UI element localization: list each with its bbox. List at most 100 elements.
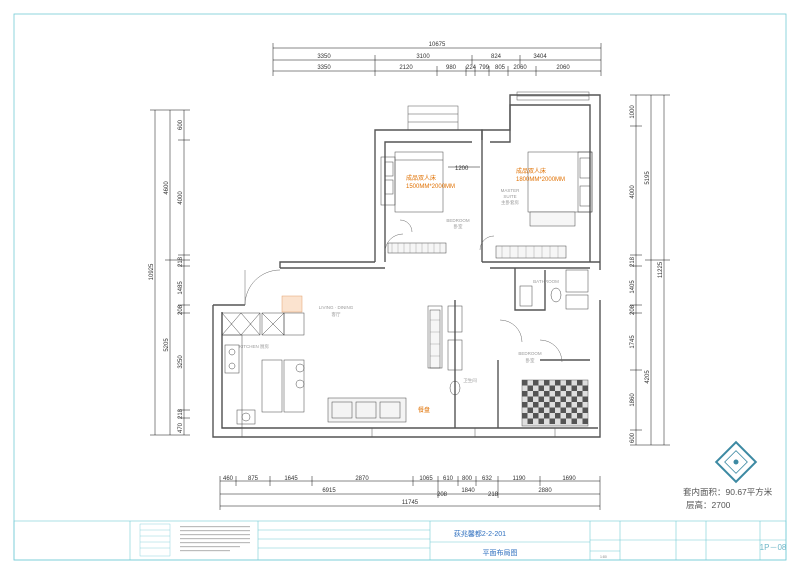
floor-tile [582, 418, 588, 424]
stove [224, 344, 240, 374]
floor-tile [549, 418, 555, 424]
left-dimension-lines [150, 109, 190, 436]
dim-left3-3: 218 [178, 256, 184, 267]
floor-tile [544, 380, 550, 386]
floor-tile [538, 418, 544, 424]
dim-bottom-3: 1645 [284, 476, 298, 482]
floor-tile [566, 380, 572, 386]
floor-tile [566, 391, 572, 397]
dim-top-3: 824 [491, 54, 502, 60]
label-living-dining-en: LIVING · DINING [319, 305, 354, 310]
title-block-seal [139, 523, 171, 557]
top-dimension-lines [272, 43, 602, 76]
dim-bottom2-4: 218 [488, 492, 499, 498]
page-number: 1P－08 [760, 543, 787, 552]
dim-right3-2: 4000 [630, 185, 636, 199]
dim-right3-8: 600 [630, 432, 636, 443]
dim-top3-3: 980 [446, 65, 457, 71]
floor-tile [560, 407, 566, 413]
dim-total-top: 10675 [429, 42, 446, 48]
wardrobe-hatch [391, 243, 559, 357]
floor-tile [527, 418, 533, 424]
dim-left3-6: 3250 [178, 355, 184, 369]
floor-tile [522, 391, 528, 397]
floor-tile [571, 418, 577, 424]
dim-top3-5: 799 [479, 65, 490, 71]
doors [244, 219, 563, 363]
note-label: 餐盘 [418, 406, 430, 414]
dim-top3-8: 2060 [556, 65, 570, 71]
floor-tile [544, 391, 550, 397]
floor-tile [533, 402, 539, 408]
dim-bottom-5: 1065 [419, 476, 433, 482]
floor-tile [538, 385, 544, 391]
floor-tile [555, 413, 561, 419]
floor-tile [571, 396, 577, 402]
dim-left3-5: 208 [178, 304, 184, 315]
floor-tile [527, 385, 533, 391]
floor-tile [577, 402, 583, 408]
floor-tile [582, 396, 588, 402]
dim-right3-6: 1745 [630, 335, 636, 349]
dim-left-total: 10925 [149, 263, 155, 280]
dim-top-4: 3404 [533, 54, 547, 60]
floor-tile [555, 380, 561, 386]
floor-tile [577, 391, 583, 397]
bed-1800 [527, 151, 593, 213]
dim-top3-6: 805 [495, 65, 506, 71]
floor-tile [522, 413, 528, 419]
dim-bottom2-3: 1840 [461, 488, 475, 494]
floor-tile [582, 407, 588, 413]
dim-bottom-10: 1690 [562, 476, 576, 482]
floor-tile [549, 396, 555, 402]
floor-tile [527, 396, 533, 402]
floor-tile [555, 402, 561, 408]
label-master-suite-en1: MASTER [501, 188, 521, 193]
bed-2-label-line2: 1800MM*2000MM [516, 177, 565, 183]
floor-tile [566, 402, 572, 408]
dim-left-2: 5205 [164, 338, 170, 352]
floor-tile [577, 413, 583, 419]
right-dimension-lines [630, 94, 670, 446]
dim-bottom-8: 632 [482, 476, 493, 482]
dim-left3-4: 1485 [178, 281, 184, 295]
dim-bottom2-5: 2880 [538, 488, 552, 494]
floor-tile [527, 407, 533, 413]
title-block-fineprint [180, 526, 250, 552]
dim-top3-7: 2060 [513, 65, 527, 71]
floor-tile [522, 380, 528, 386]
floor-tile [555, 391, 561, 397]
label-bedroom-1-cn: 卧室 [454, 223, 463, 230]
label-bathroom-en: BATHROOM [533, 279, 559, 284]
floor-tile [533, 413, 539, 419]
dim-left3-1: 600 [178, 119, 184, 130]
dim-bottom-9: 1190 [513, 476, 527, 482]
floor-tile [571, 385, 577, 391]
dim-right3-4: 1405 [630, 280, 636, 294]
bed-1500 [380, 151, 444, 213]
scale-text: 1:80 [600, 555, 607, 559]
checker-tiles [522, 380, 588, 424]
bottom-dimension-lines [219, 476, 601, 510]
kitchen-cabinets [221, 295, 305, 429]
dim-right3-5: 208 [630, 304, 636, 315]
dim-top-2: 3100 [416, 54, 430, 60]
floor-tile [544, 413, 550, 419]
floor-tile [538, 407, 544, 413]
tv-cabinet [427, 305, 443, 369]
label-master-suite-cn: 主卧套房 [501, 199, 519, 206]
sink [236, 409, 256, 425]
project-name: 荻兆馨都2-2-201 [454, 529, 506, 538]
label-bedroom-1-en: BEDROOM [446, 218, 470, 223]
brand-logo [714, 440, 758, 484]
dim-top3-1: 3350 [317, 65, 331, 71]
floor-tile [577, 380, 583, 386]
dim-right3-3: 218 [630, 256, 636, 267]
label-bedroom-3-cn: 卧室 [526, 357, 535, 364]
windows [241, 91, 590, 438]
floor-tile [538, 396, 544, 402]
floor-tile [549, 407, 555, 413]
floor-height-info: 层高：2700 [686, 500, 731, 510]
